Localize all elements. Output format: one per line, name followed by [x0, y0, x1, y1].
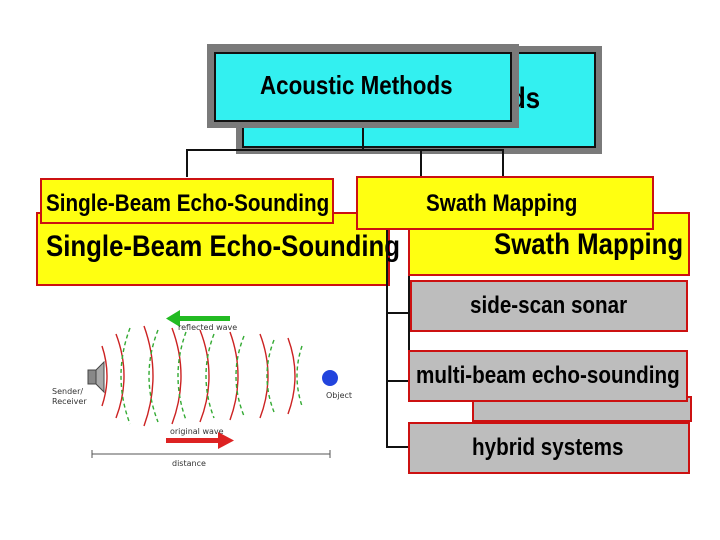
single-beam-text: Single-Beam Echo-Sounding — [46, 190, 330, 217]
connector-mid-drop — [420, 149, 422, 177]
multi-beam-text: multi-beam echo-sounding — [416, 362, 680, 389]
connector-title-stem — [362, 128, 364, 150]
reflected-arrow — [166, 310, 230, 327]
side-scan-sonar-box — [410, 280, 688, 332]
side-scan-sonar-label: side-scan sonar — [470, 292, 653, 320]
emitted-wavefronts — [101, 325, 296, 427]
hybrid-systems-box — [408, 422, 690, 474]
distance-label: distance — [172, 459, 206, 468]
swath-label: Swath Mapping — [426, 190, 602, 218]
title-text: Acoustic Methods — [260, 70, 453, 100]
single-beam-box — [40, 178, 334, 224]
echo-sounding-illustration: Sender/ Receiver Object reflected wave o… — [52, 310, 352, 468]
sender-label-2: Receiver — [52, 397, 87, 406]
connector-swath-trunk-2 — [408, 276, 410, 366]
distance-marker — [91, 450, 331, 458]
side-scan-sonar-text: side-scan sonar — [470, 292, 628, 319]
multi-beam-label: multi-beam echo-sounding — [416, 362, 720, 390]
object-label: Object — [326, 391, 352, 400]
hybrid-systems-text: hybrid systems — [472, 434, 624, 461]
swath-label-large: Swath Mapping — [494, 228, 684, 261]
original-label: original wave — [170, 427, 224, 436]
swath-text: Swath Mapping — [426, 190, 578, 217]
connector-child-2 — [386, 380, 414, 382]
title: Acoustic Methods — [260, 70, 484, 101]
connector-swath-trunk — [386, 230, 388, 448]
hybrid-systems-label: hybrid systems — [472, 434, 648, 462]
connector-left-drop — [186, 149, 188, 177]
sender-receiver-icon — [87, 360, 105, 394]
multi-beam-box — [408, 350, 688, 402]
single-beam-label: Single-Beam Echo-Sounding — [46, 190, 375, 218]
single-beam-label-large: Single-Beam Echo-Sounding — [46, 230, 401, 263]
reflected-label: reflected wave — [178, 323, 237, 332]
title-box — [214, 52, 512, 122]
object-circle — [322, 370, 338, 386]
connector-horizontal — [186, 149, 504, 151]
original-arrow — [166, 432, 234, 449]
swath-box — [356, 176, 654, 230]
sender-label-1: Sender/ — [52, 387, 83, 396]
reflected-wavefronts — [120, 327, 303, 425]
connector-child-1 — [386, 312, 414, 314]
connector-right-drop — [502, 149, 504, 177]
connector-child-3 — [386, 446, 414, 448]
